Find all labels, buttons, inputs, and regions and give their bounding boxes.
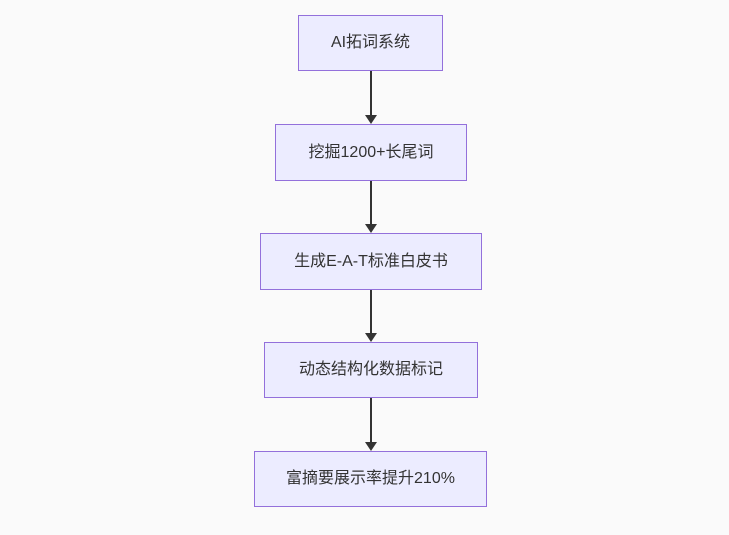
arrowhead-down-icon — [365, 442, 377, 451]
flow-node-ai-word-expansion-system: AI拓词系统 — [298, 15, 443, 71]
flow-node-dynamic-structured-data-markup: 动态结构化数据标记 — [264, 342, 478, 398]
arrow-line — [370, 398, 372, 442]
arrowhead-down-icon — [365, 333, 377, 342]
flow-edge-3-4 — [365, 290, 377, 342]
arrowhead-down-icon — [365, 224, 377, 233]
flow-node-mine-longtail-keywords: 挖掘1200+长尾词 — [275, 124, 467, 181]
flow-edge-1-2 — [365, 71, 377, 124]
flow-node-rich-snippet-rate-increase: 富摘要展示率提升210% — [254, 451, 487, 507]
arrowhead-down-icon — [365, 115, 377, 124]
flow-edge-4-5 — [365, 398, 377, 451]
arrow-line — [370, 181, 372, 224]
arrow-line — [370, 290, 372, 333]
flow-node-generate-eat-whitepaper: 生成E-A-T标准白皮书 — [260, 233, 482, 290]
arrow-line — [370, 71, 372, 115]
flow-edge-2-3 — [365, 181, 377, 233]
